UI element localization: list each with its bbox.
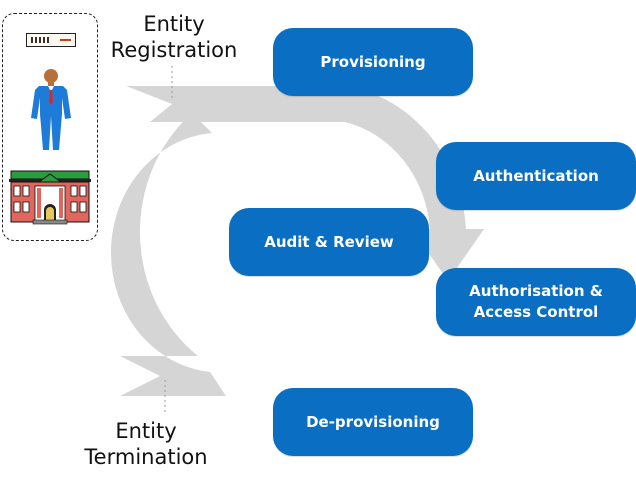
- building-icon: [9, 170, 91, 225]
- stage-authorisation-access-control[interactable]: Authorisation & Access Control: [436, 268, 636, 336]
- cycle-arrow-lower: [110, 113, 226, 396]
- server-icon: [26, 33, 76, 47]
- stage-authentication[interactable]: Authentication: [436, 142, 636, 210]
- entity-termination-label: Entity Termination: [84, 419, 208, 469]
- cycle-arrow-upper: [126, 86, 484, 281]
- stage-audit-review[interactable]: Audit & Review: [229, 208, 429, 276]
- stage-provisioning[interactable]: Provisioning: [273, 28, 473, 96]
- entity-registration-label: Entity Registration: [110, 12, 238, 62]
- entity-types-box: [2, 13, 98, 241]
- stage-deprovisioning[interactable]: De-provisioning: [273, 388, 473, 456]
- person-icon: [31, 69, 71, 150]
